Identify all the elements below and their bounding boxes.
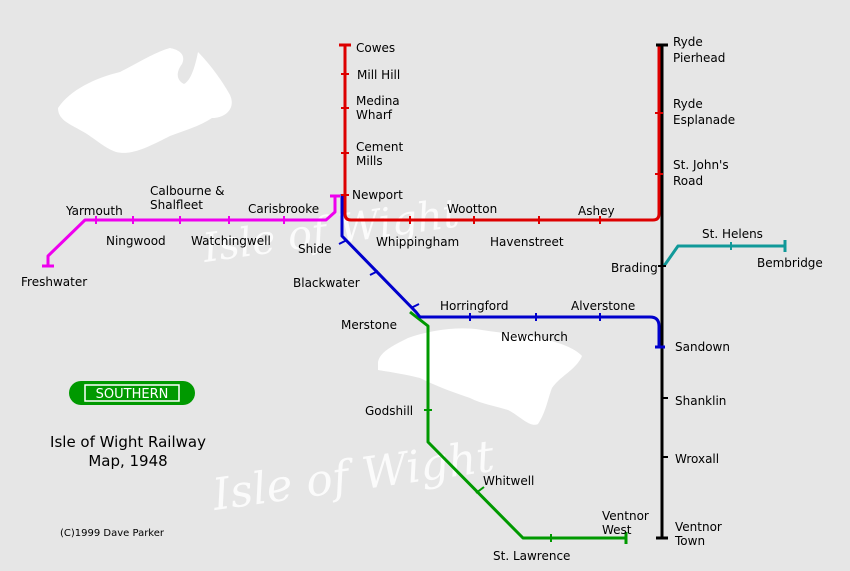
station-label-wootton: Wootton [447,202,497,216]
station-label-freshwater: Freshwater [21,275,87,289]
station-label-ryde-pierhead-1: Ryde [673,35,703,49]
station-label-ventnor-town-1: Ventnor [675,520,722,534]
station-label-whitwell: Whitwell [483,474,534,488]
station-label-mill-hill: Mill Hill [357,68,400,82]
station-label-cowes: Cowes [356,41,395,55]
island-silhouette-top [58,48,232,153]
bembridge-line [662,244,785,267]
station-label-sandown: Sandown [675,340,730,354]
merstone-tick [410,303,420,309]
station-label-medina-wharf-1: Medina [356,94,400,108]
map-credit: (C)1999 Dave Parker [60,528,165,539]
station-label-ryde-esplanade-1: Ryde [673,97,703,111]
station-label-havenstreet: Havenstreet [490,235,564,249]
station-label-newport: Newport [352,188,403,202]
badge-text: SOUTHERN [96,387,169,402]
station-label-cement-mills-2: Mills [356,154,383,168]
station-label-bembridge: Bembridge [757,256,823,270]
whitwell-tick [475,486,485,494]
map-title-line1: Isle of Wight Railway [50,433,206,451]
station-label-watchingwell: Watchingwell [191,234,271,248]
station-label-whippingham: Whippingham [376,235,459,249]
station-label-calbourne-1: Calbourne & [150,184,225,198]
badge-inner-band [84,384,180,402]
station-label-st-helens: St. Helens [702,227,763,241]
station-label-yarmouth: Yarmouth [65,204,123,218]
watermark-lower: Isle of Wight [208,431,497,521]
station-label-cement-mills-1: Cement [356,140,403,154]
station-label-st-johns-1: St. John's [673,158,729,172]
blackwater-tick [369,270,379,276]
station-label-newchurch: Newchurch [501,330,568,344]
station-label-calbourne-2: Shalfleet [150,198,203,212]
watermark-upper: Isle of Wight [199,190,463,272]
station-label-ningwood: Ningwood [106,234,166,248]
map-title-line2: Map, 1948 [88,452,167,470]
station-label-ventnor-west-2: West [602,523,632,537]
station-label-wroxall: Wroxall [675,452,719,466]
station-label-ventnor-west-1: Ventnor [602,509,649,523]
station-label-merstone: Merstone [341,318,397,332]
cowes-ryde-line [343,45,661,222]
station-label-shide: Shide [298,242,332,256]
station-label-carisbrooke: Carisbrooke [248,202,319,216]
station-label-ryde-esplanade-2: Esplanade [673,113,735,127]
southern-badge: SOUTHERN [69,381,195,405]
station-label-horringford: Horringford [440,299,508,313]
ventnor-west-line [409,310,626,540]
station-label-st-lawrence: St. Lawrence [493,549,570,563]
station-label-blackwater: Blackwater [293,276,360,290]
station-label-brading: Brading [611,261,658,275]
station-label-shanklin: Shanklin [675,394,726,408]
station-label-ryde-pierhead-2: Pierhead [673,51,725,65]
station-label-st-johns-2: Road [673,174,703,188]
station-label-alverstone: Alverstone [571,299,635,313]
station-label-ashey: Ashey [578,204,615,218]
station-label-ventnor-town-2: Town [674,534,705,548]
station-label-godshill: Godshill [365,404,413,418]
sandown-newport-line [340,194,661,347]
freshwater-line [46,196,337,266]
shide-tick [338,239,348,245]
station-label-medina-wharf-2: Wharf [356,108,393,122]
